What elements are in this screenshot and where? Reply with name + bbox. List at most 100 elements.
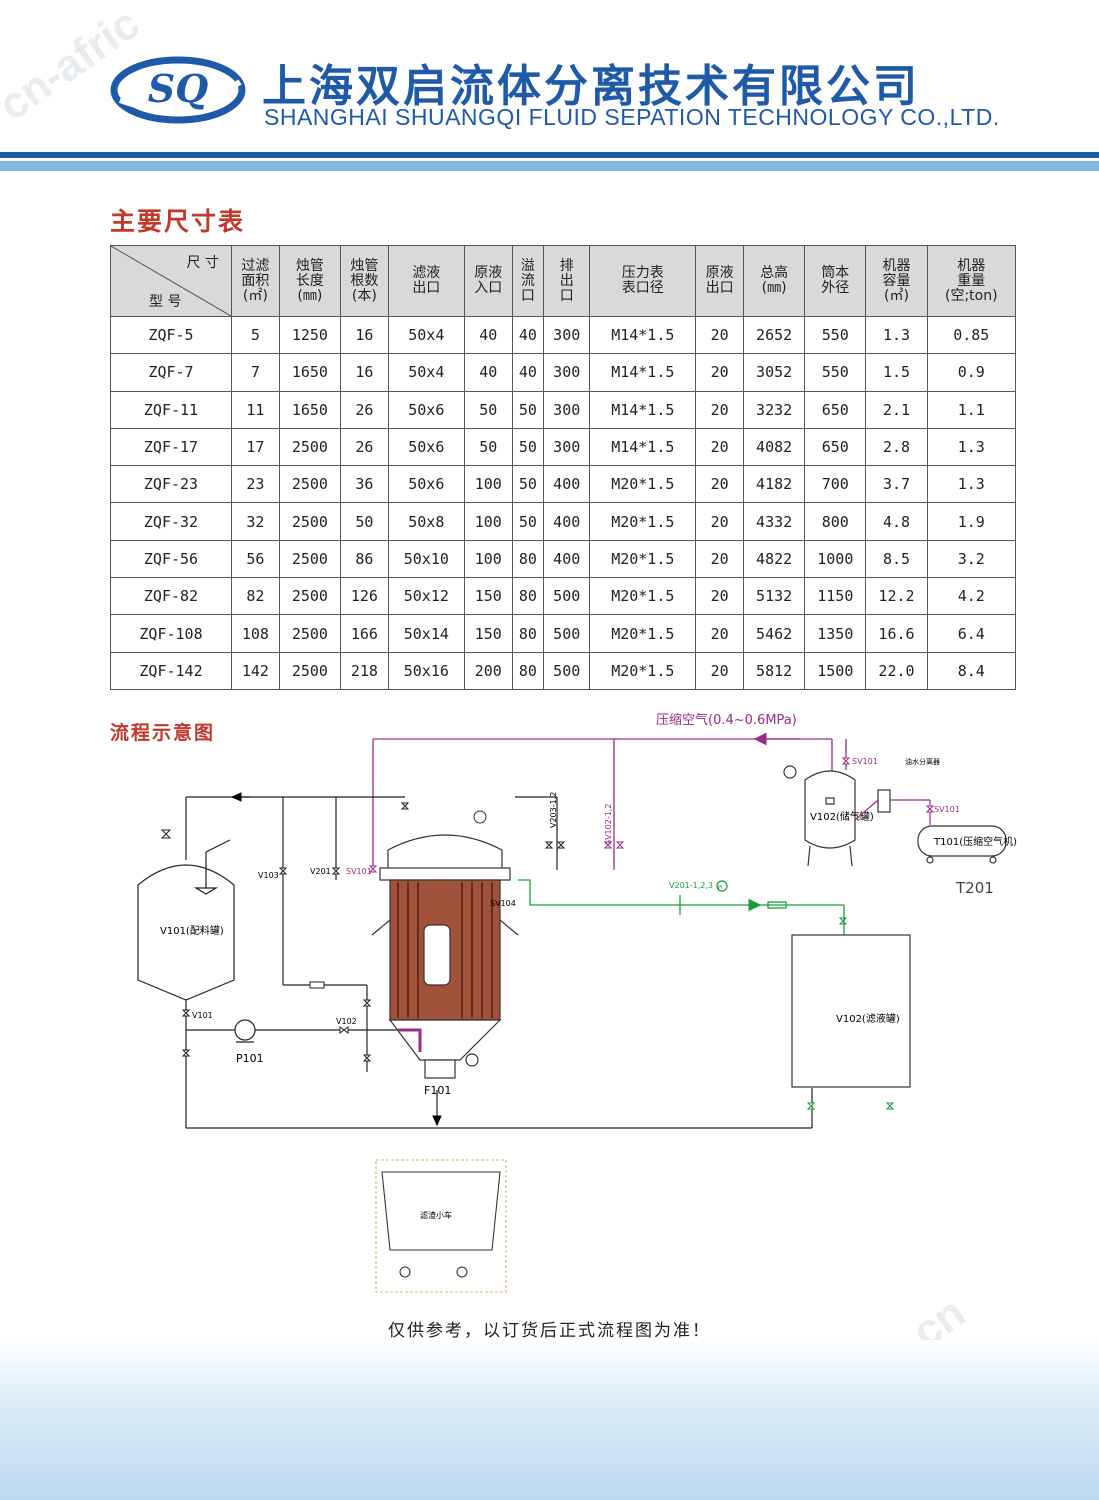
table-cell: 166: [339, 614, 389, 653]
table-header-row: 尺 寸 型 号 过滤面积(㎡)烛管长度(㎜)烛管根数(本)滤液出口原液入口溢流口…: [110, 245, 1017, 317]
column-header: 机器重量(空;ton): [926, 245, 1017, 317]
compressed-air-line: [372, 732, 847, 870]
table-cell: 20: [695, 315, 745, 355]
sv101-label-c: SV101: [346, 867, 372, 876]
table-cell: 82: [231, 577, 280, 616]
mixing-tank: [137, 839, 235, 1001]
table-cell: 3.7: [865, 465, 928, 504]
table-cell: M20*1.5: [589, 539, 697, 579]
table-cell: 20: [695, 502, 745, 541]
company-logo: SQ: [110, 56, 246, 124]
model-cell: ZQF-82: [110, 577, 232, 616]
table-cell: 2500: [278, 465, 341, 504]
column-header-line: 原液: [705, 265, 734, 281]
residue-cart-label: 滤渣小车: [420, 1210, 452, 1220]
table-cell: 4.2: [926, 577, 1017, 616]
flow-meter: [309, 981, 325, 989]
table-cell: 32: [231, 502, 280, 541]
oil-water-separator-label: 油水分离器: [905, 757, 940, 766]
table-cell: 550: [804, 353, 867, 392]
table-cell: M20*1.5: [589, 577, 697, 616]
table-cell: 17: [231, 427, 280, 467]
table-cell: 5: [231, 315, 280, 355]
table-cell: 2500: [278, 427, 341, 467]
table-cell: M20*1.5: [589, 465, 697, 504]
table-cell: 50x6: [387, 390, 465, 429]
column-header: 筒本外径: [804, 245, 867, 317]
column-header: 滤液出口: [387, 245, 465, 317]
table-cell: 4332: [743, 502, 806, 541]
table-cell: 2652: [743, 315, 806, 355]
column-header-line: 容量: [882, 272, 911, 289]
table-cell: 22.0: [865, 651, 928, 691]
table-cell: 36: [339, 465, 389, 504]
table-cell: 1650: [278, 390, 341, 429]
table-cell: 20: [695, 539, 745, 579]
table-cell: 218: [339, 651, 389, 691]
logo-text: SQ: [148, 66, 209, 111]
column-header-line: 筒本: [821, 265, 850, 281]
table-cell: 3.2: [926, 539, 1017, 579]
sv104-label: SV104: [490, 899, 516, 908]
v203-label: V203-1,2: [549, 792, 558, 828]
table-cell: 50x12: [387, 577, 465, 616]
v201-123-label: V201-1,2,3: [669, 881, 713, 890]
filtrate-tank-label: V102(滤液罐): [836, 1012, 900, 1025]
table-cell: 300: [543, 390, 591, 429]
footer-background: [0, 1340, 1099, 1500]
table-cell: 80: [511, 651, 545, 691]
column-header-line: 总高: [760, 265, 789, 281]
table-cell: 50x6: [387, 427, 465, 467]
column-header-line: 长度: [295, 272, 324, 289]
table-cell: 2500: [278, 614, 341, 653]
table-cell: 1.3: [926, 427, 1017, 467]
table-cell: 400: [543, 539, 591, 579]
table-cell: 100: [463, 465, 513, 504]
column-header-line: 表口径: [621, 280, 664, 296]
table-cell: 20: [695, 390, 745, 429]
column-header-line: 过滤: [241, 257, 270, 274]
column-header-line: (空;ton): [945, 287, 998, 304]
table-cell: 16: [339, 353, 389, 392]
table-cell: 20: [695, 427, 745, 467]
sv102-label: SV102-1,2: [604, 804, 613, 845]
table-cell: 1.5: [865, 353, 928, 392]
table-cell: 50x8: [387, 502, 465, 541]
pi-label: PI: [718, 885, 723, 891]
column-header: 机器容量(㎥): [865, 245, 928, 317]
table-cell: 2500: [278, 577, 341, 616]
table-cell: 50: [463, 427, 513, 467]
column-header: 溢流口: [511, 245, 545, 317]
table-cell: 142: [231, 651, 280, 691]
model-cell: ZQF-108: [110, 614, 232, 653]
column-header-line: 机器: [882, 257, 911, 274]
table-cell: 50: [463, 390, 513, 429]
table-cell: 50x6: [387, 465, 465, 504]
column-header-line: (㎡): [242, 287, 268, 304]
column-header-line: 出: [559, 272, 574, 289]
table-cell: 40: [511, 315, 545, 355]
table-cell: M20*1.5: [589, 614, 697, 653]
table-cell: 300: [543, 353, 591, 392]
table-cell: 2500: [278, 502, 341, 541]
corner-diagonal: [111, 246, 231, 316]
process-flow-diagram: 压缩空气(0.4~0.6MPa) V102(储气罐) SV101 油水分离器 S…: [137, 712, 1017, 1293]
gas-tank-label: V102(储气罐): [810, 810, 874, 823]
column-header: 原液出口: [695, 245, 745, 317]
column-header-line: 烛管: [295, 257, 324, 274]
table-cell: 12.2: [865, 577, 928, 616]
column-header-line: 溢: [520, 257, 535, 274]
column-header-line: 流: [520, 272, 535, 289]
header-divider-dark: [0, 152, 1099, 158]
table-cell: M14*1.5: [589, 390, 697, 429]
table-cell: 100: [463, 502, 513, 541]
model-cell: ZQF-23: [110, 465, 232, 504]
table-cell: 3232: [743, 390, 806, 429]
model-cell: ZQF-142: [110, 651, 232, 691]
table-cell: 26: [339, 427, 389, 467]
